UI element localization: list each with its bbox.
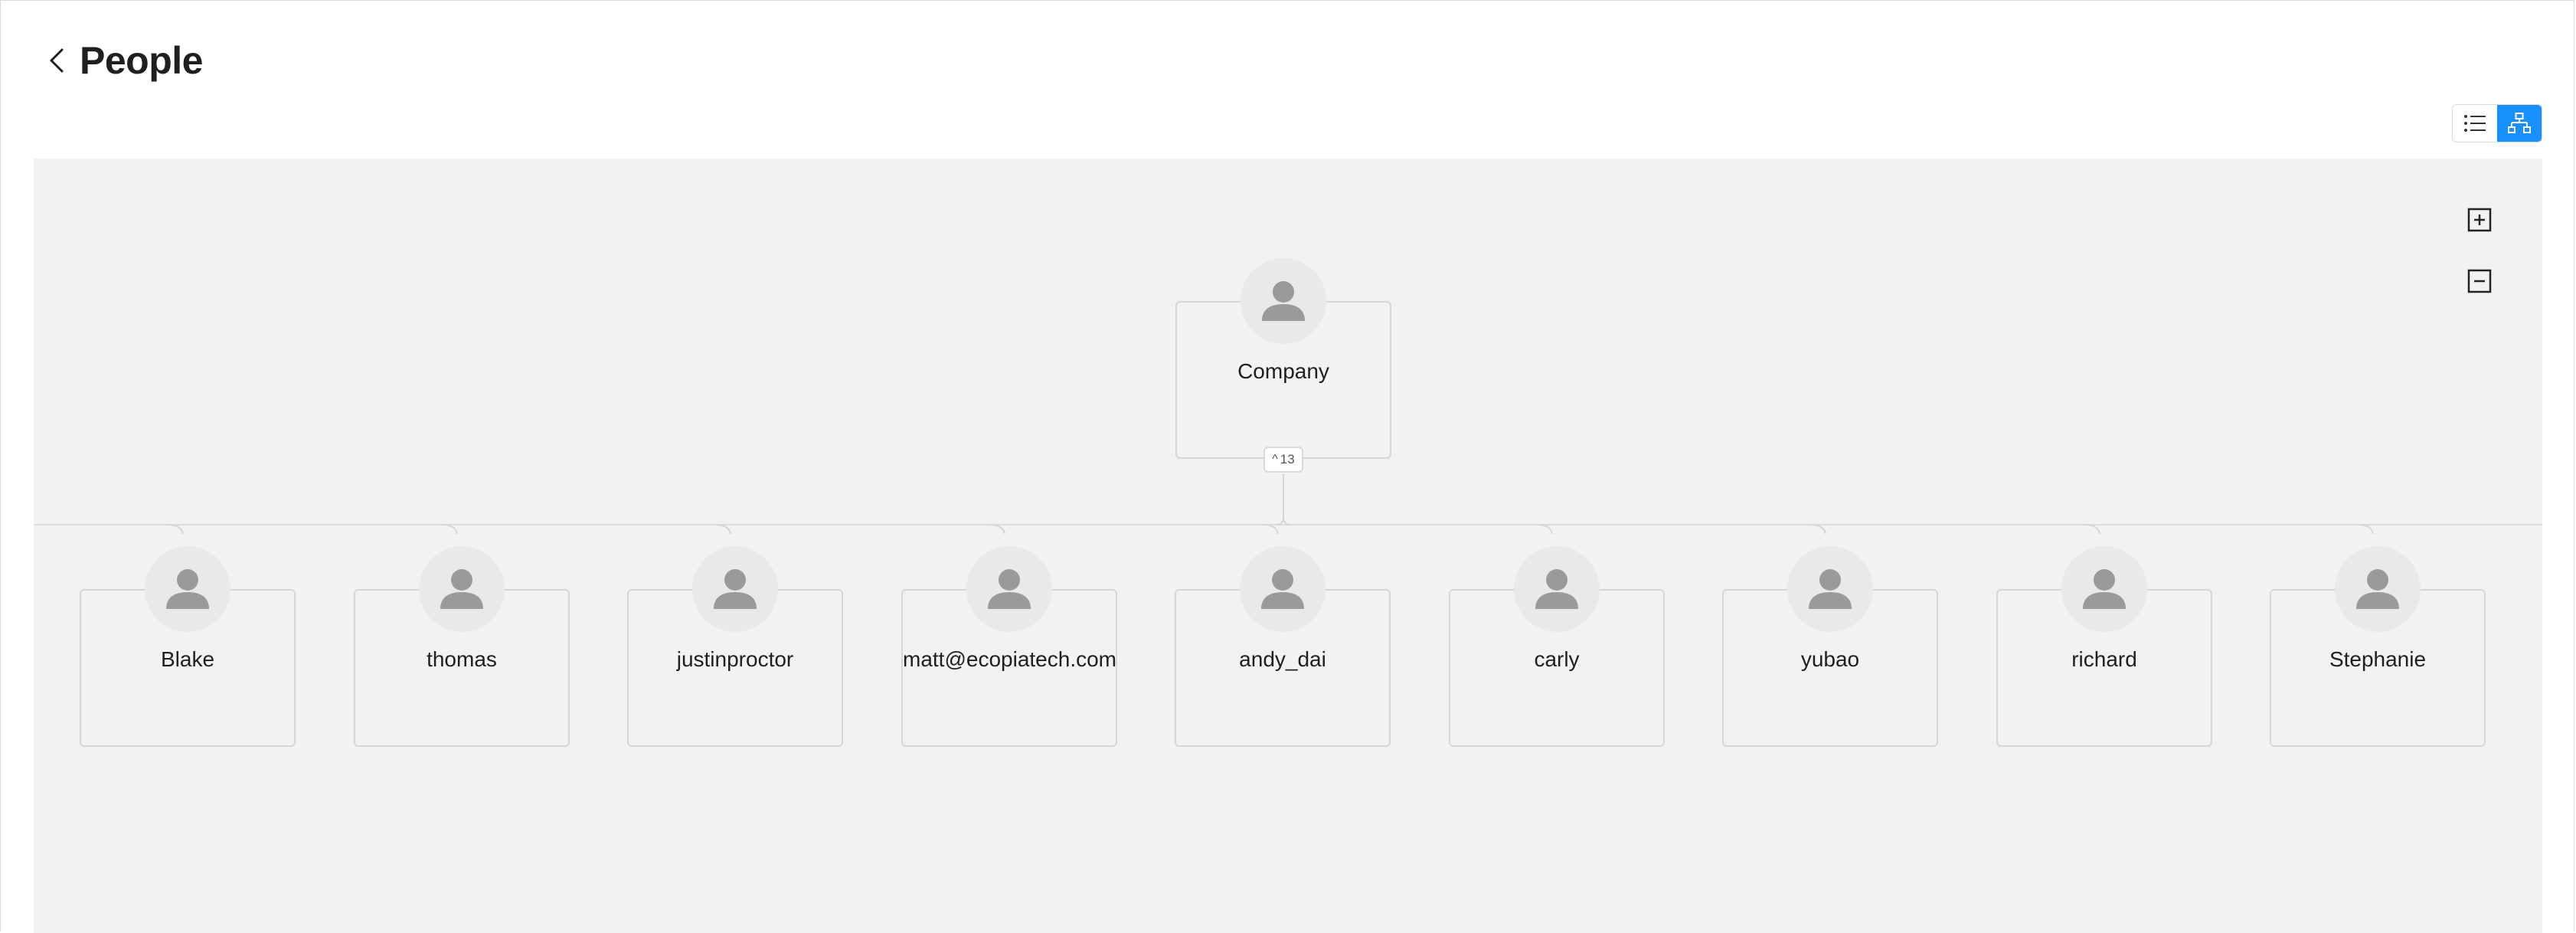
node-label: yubao xyxy=(1800,647,1860,671)
page-title: People xyxy=(80,39,203,82)
zoom-out-button[interactable] xyxy=(2464,266,2495,296)
node-label: Blake xyxy=(160,647,215,671)
zoom-in-icon xyxy=(2467,208,2492,232)
connector-line xyxy=(1536,524,1553,535)
user-icon xyxy=(440,569,483,609)
back-button[interactable] xyxy=(41,38,72,83)
org-node-child[interactable]: thomas xyxy=(354,546,570,747)
connector-line xyxy=(2084,524,2100,535)
org-node-root[interactable]: Company ^ 13 xyxy=(1175,258,1391,473)
user-icon xyxy=(1535,569,1578,609)
user-icon xyxy=(714,569,757,609)
avatar xyxy=(419,546,505,632)
avatar xyxy=(1514,546,1600,632)
user-icon xyxy=(1809,569,1852,609)
connector-line xyxy=(1262,524,1279,535)
node-label: justinproctor xyxy=(676,647,794,671)
avatar xyxy=(145,546,230,632)
org-node-child[interactable]: matt@ecopiatech.com xyxy=(901,546,1117,747)
node-label: richard xyxy=(2071,647,2137,671)
zoom-in-button[interactable] xyxy=(2464,205,2495,235)
avatar xyxy=(966,546,1052,632)
org-chart-view-button[interactable] xyxy=(2497,105,2542,142)
user-icon xyxy=(166,569,209,609)
chevron-up-icon: ^ xyxy=(1272,453,1278,466)
org-node-child[interactable]: justinproctor xyxy=(627,546,843,747)
connector-line xyxy=(989,524,1005,535)
connector-line xyxy=(1809,524,1826,535)
page-header: People xyxy=(41,34,203,87)
user-icon xyxy=(2356,569,2399,609)
zoom-out-icon xyxy=(2467,269,2492,293)
avatar xyxy=(2335,546,2421,632)
org-chart-icon xyxy=(2508,113,2531,133)
connector-line xyxy=(714,524,731,535)
org-node-child[interactable]: yubao xyxy=(1722,546,1938,747)
avatar xyxy=(1240,546,1326,632)
child-count: 13 xyxy=(1280,452,1295,466)
node-label: matt@ecopiatech.com xyxy=(903,647,1116,671)
org-node-child[interactable]: richard xyxy=(1996,546,2212,747)
user-icon xyxy=(1261,569,1304,609)
avatar xyxy=(2061,546,2147,632)
org-node-child[interactable]: Blake xyxy=(80,546,296,747)
user-icon xyxy=(2083,569,2126,609)
connector-line xyxy=(167,524,184,535)
org-node-child[interactable]: carly xyxy=(1449,546,1665,747)
list-icon xyxy=(2464,115,2486,132)
org-node-child[interactable]: Stephanie xyxy=(2270,546,2486,747)
node-label: andy_dai xyxy=(1239,647,1326,671)
view-toggle xyxy=(2452,104,2542,142)
org-chart-canvas[interactable]: Company ^ 13 Blake thomas justinproctor mat… xyxy=(34,159,2542,933)
avatar xyxy=(1241,258,1326,344)
org-chart-connectors xyxy=(34,474,2542,535)
collapse-toggle[interactable]: ^ 13 xyxy=(1263,447,1303,473)
node-label: Stephanie xyxy=(2329,647,2427,671)
node-label: carly xyxy=(1534,647,1580,671)
connector-line xyxy=(2357,524,2374,535)
avatar xyxy=(1787,546,1873,632)
node-label: Company xyxy=(1237,359,1329,383)
list-view-button[interactable] xyxy=(2453,105,2497,142)
user-icon xyxy=(988,569,1031,609)
connector-line xyxy=(441,524,458,535)
avatar xyxy=(692,546,778,632)
chevron-left-icon xyxy=(50,48,64,73)
node-label: thomas xyxy=(427,647,497,671)
org-node-child[interactable]: andy_dai xyxy=(1175,546,1391,747)
user-icon xyxy=(1262,281,1305,321)
